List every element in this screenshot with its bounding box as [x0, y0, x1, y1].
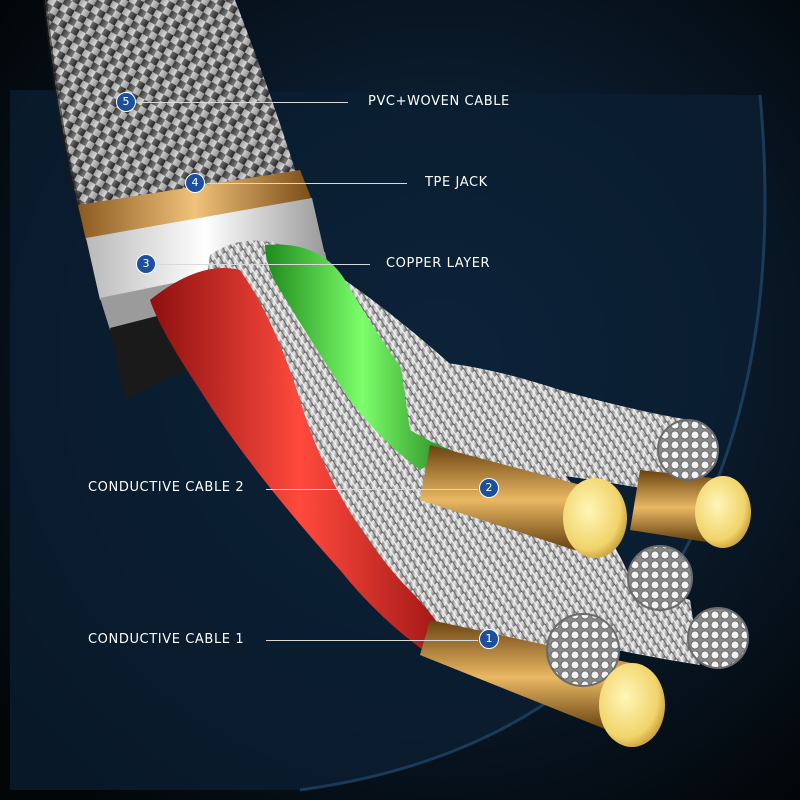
strand-end-face [687, 607, 749, 669]
leader-line-4 [207, 183, 407, 184]
copper-rod-2 [420, 445, 600, 555]
callout-label-2: CONDUCTIVE CABLE 2 [88, 480, 245, 495]
gold-ring [78, 170, 312, 240]
gold-end-face [599, 663, 665, 747]
leader-line-1 [266, 640, 478, 641]
copper-rod-1 [420, 620, 640, 735]
leader-line-2 [266, 489, 478, 490]
tpe-ring [86, 198, 325, 300]
strand-end-face [546, 613, 620, 687]
gold-end-face [695, 476, 751, 548]
strand-end-face [657, 419, 719, 481]
callout-label-4: TPE JACK [425, 175, 488, 190]
callout-badge-4: 4 [185, 173, 205, 193]
leader-line-3 [158, 264, 370, 265]
red-wire [150, 268, 450, 655]
callout-label-5: PVC+WOVEN CABLE [368, 94, 510, 109]
callout-badge-5: 5 [116, 92, 136, 112]
strand-bundle-lower [400, 520, 700, 665]
callout-label-3: COPPER LAYER [386, 256, 491, 271]
gold-end-face [563, 478, 627, 558]
strand-bundle-upper [400, 360, 690, 495]
strand-end-face [627, 545, 693, 611]
callout-badge-3: 3 [136, 254, 156, 274]
leader-line-5 [138, 102, 348, 103]
callout-label-1: CONDUCTIVE CABLE 1 [88, 632, 245, 647]
callout-badge-1: 1 [479, 629, 499, 649]
callout-badge-2: 2 [479, 478, 499, 498]
